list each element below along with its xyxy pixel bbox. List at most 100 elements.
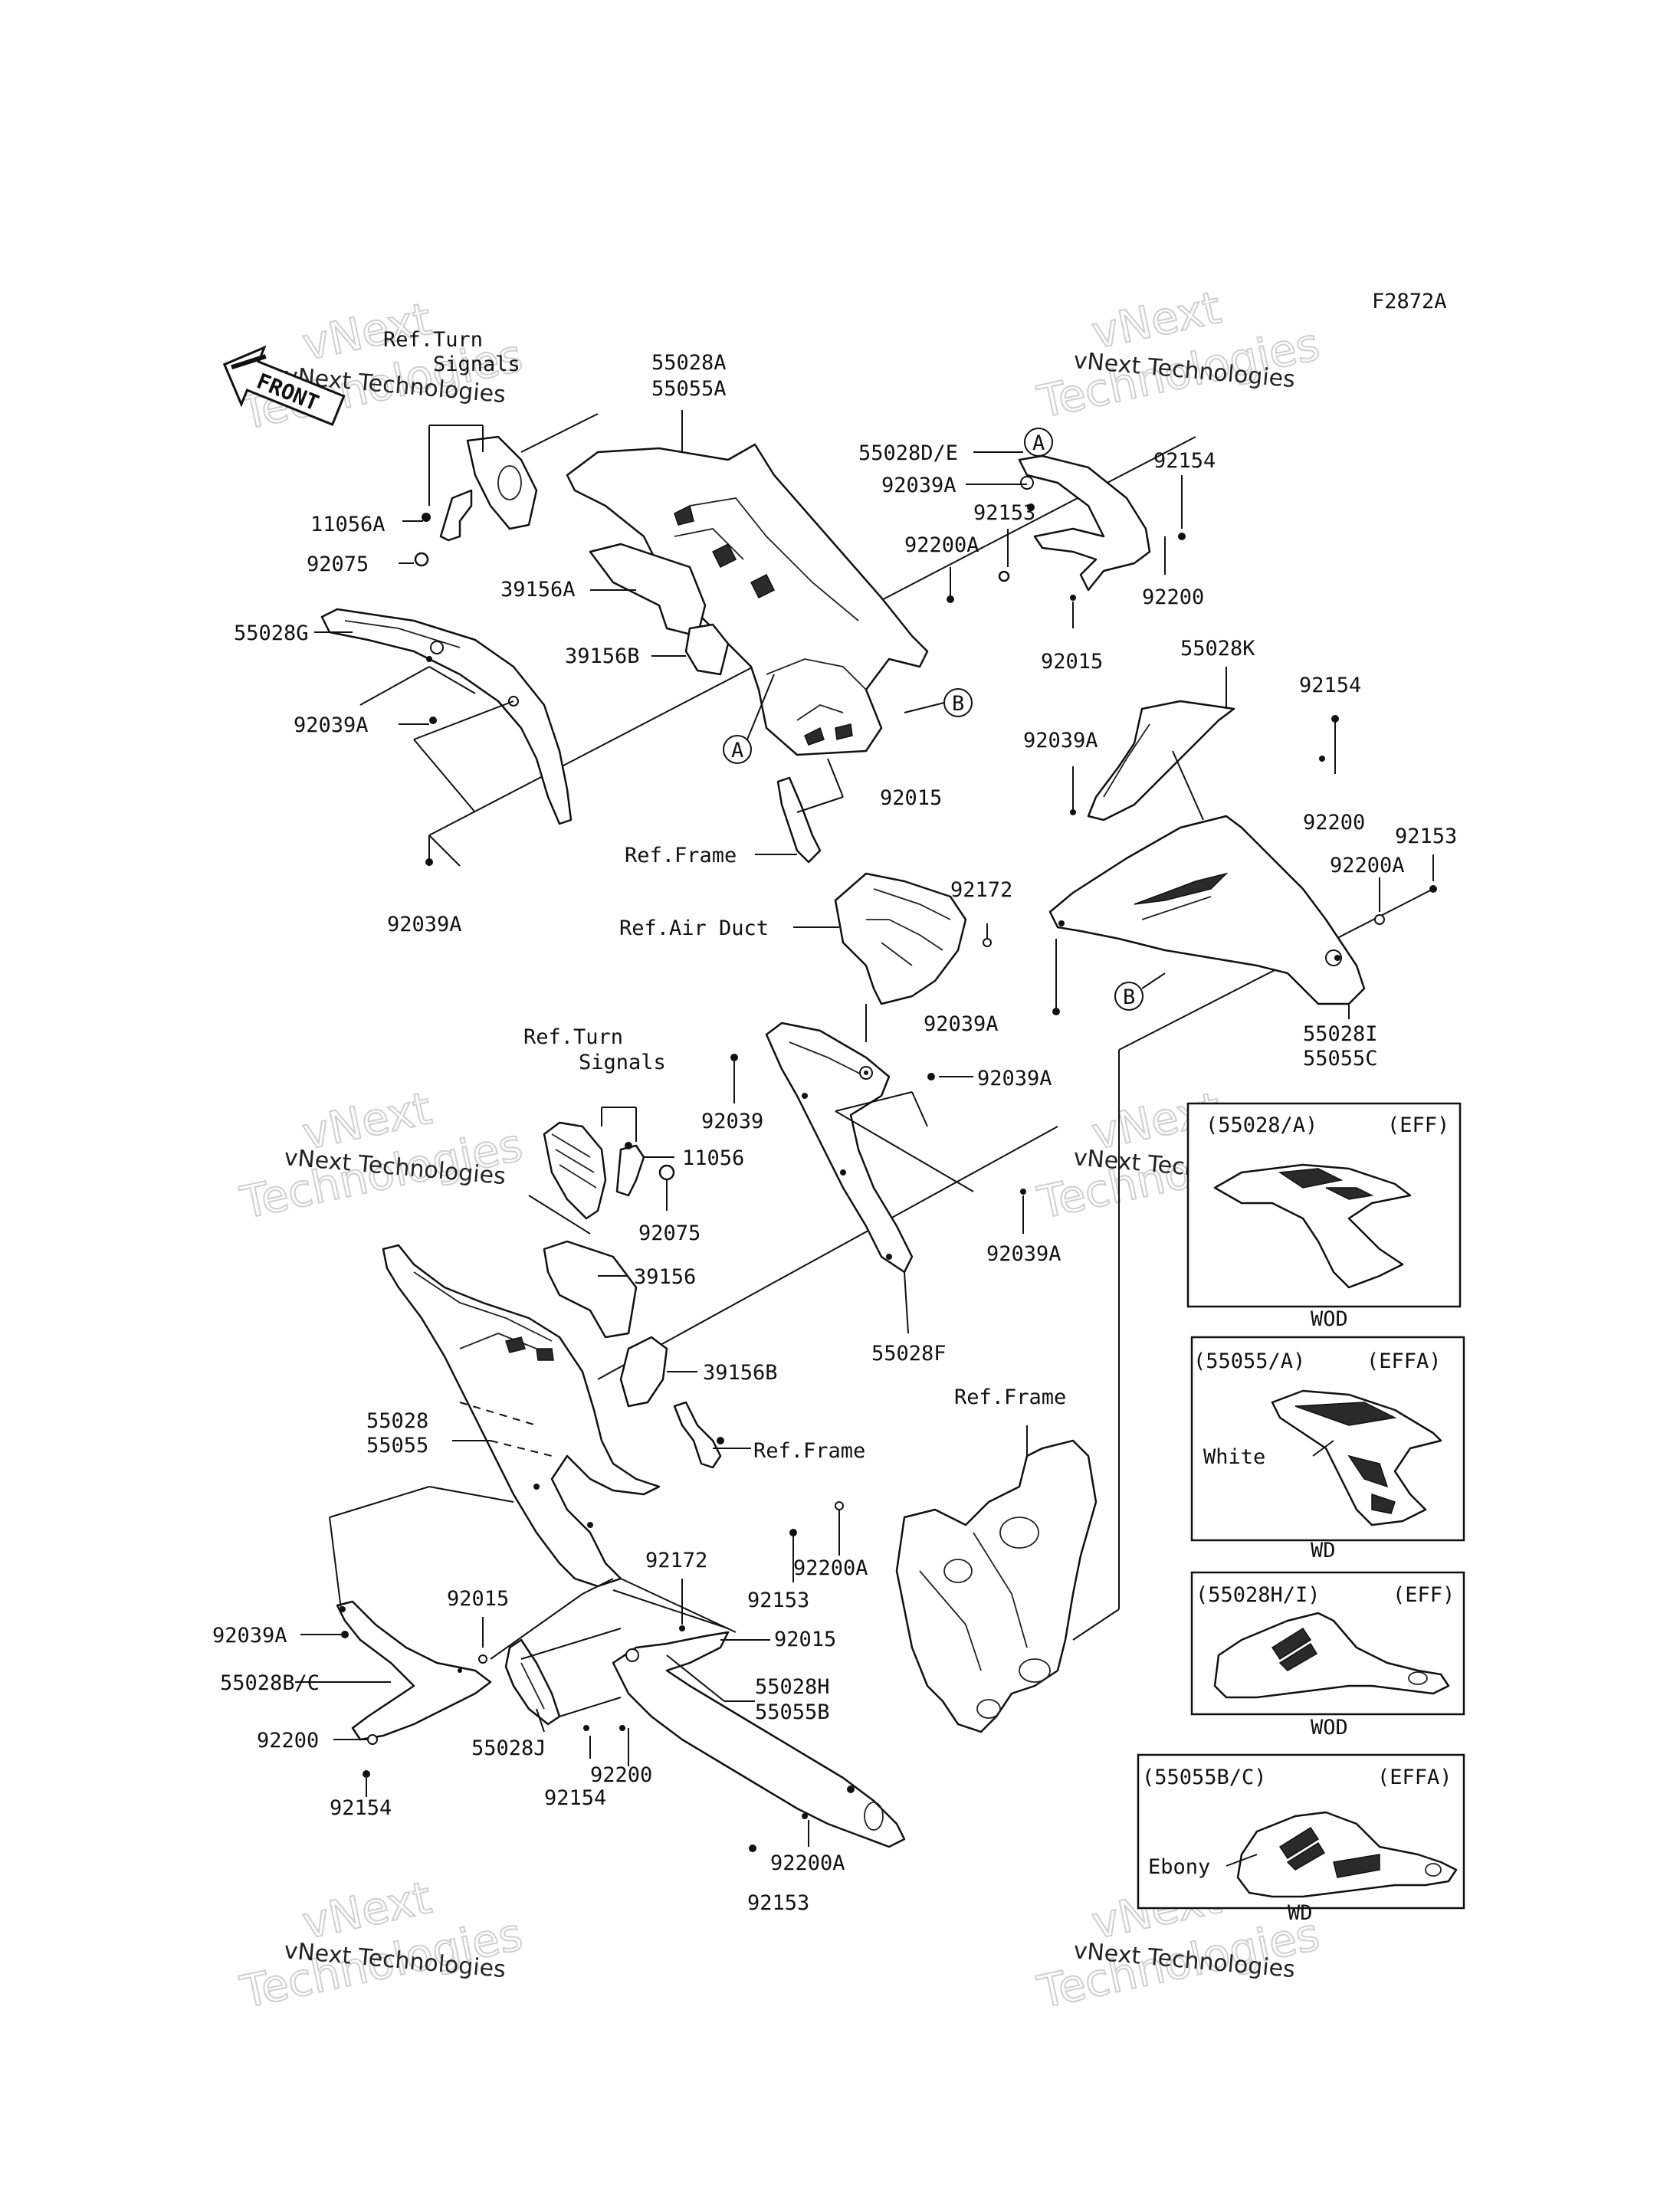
label-92154: 92154	[330, 1796, 392, 1820]
label-92075: 92075	[638, 1221, 701, 1245]
panel-39156	[543, 1240, 638, 1339]
panel-55028K	[1070, 667, 1235, 821]
label-92039A: 92039A	[212, 1624, 287, 1648]
motorcycle-frame	[895, 1425, 1098, 1733]
variant-part-55055BC: (55055B/C)	[1142, 1766, 1267, 1789]
air-duct	[793, 872, 967, 1005]
label-39156B: 39156B	[565, 644, 640, 668]
variant-box-55028HI	[1190, 1571, 1465, 1716]
panel-39156B-mid	[619, 1336, 697, 1408]
label-55028H: 55028H	[755, 1675, 830, 1699]
label-55028J: 55028J	[471, 1736, 546, 1760]
label-55028G: 55028G	[234, 621, 309, 645]
label-92200A: 92200A	[904, 533, 979, 557]
label-55028I: 55028I	[1303, 1022, 1378, 1046]
label-92200A: 92200A	[770, 1851, 845, 1875]
callout-b-top: B	[904, 688, 973, 717]
callout-b-mid: B	[1114, 972, 1166, 1011]
label-92039A: 92039A	[986, 1242, 1061, 1266]
variant-box-labels: (55028/A) (EFF) WOD (55055/A) (EFFA) Whi…	[1142, 1113, 1455, 1925]
lower-mid-panel-55028J	[504, 1628, 622, 1733]
label-92015: 92015	[774, 1628, 836, 1651]
variant-code-55028A: (EFF)	[1387, 1113, 1449, 1137]
label-92075: 92075	[307, 553, 369, 576]
label-92039A: 92039A	[387, 913, 462, 936]
label-92172: 92172	[950, 878, 1012, 902]
label-92153: 92153	[747, 1891, 809, 1915]
label-92039A: 92039A	[924, 1012, 999, 1036]
turn-signal-mid	[528, 1107, 675, 1235]
variant-footer-55055BC: WD	[1288, 1901, 1313, 1925]
svg-text:B: B	[1123, 985, 1135, 1009]
variant-part-55055A: (55055/A)	[1193, 1349, 1305, 1373]
figure-code: F2872A	[1372, 290, 1447, 313]
label-92200: 92200	[1303, 811, 1365, 835]
turn-signal-top	[414, 435, 538, 567]
frame-bracket-mid	[673, 1401, 751, 1469]
label-92154: 92154	[544, 1786, 606, 1810]
variant-box-55055A	[1190, 1336, 1465, 1542]
callout-a-top: A	[1024, 428, 1053, 457]
labels: Ref.Turn Signals 55028A 55055A 55028D/E …	[212, 328, 1457, 1915]
panel-55028I	[1048, 815, 1366, 1019]
label-39156B: 39156B	[703, 1361, 778, 1385]
variant-part-55028A: (55028/A)	[1206, 1113, 1317, 1137]
lower-left-panel-55028BC	[295, 1486, 614, 1797]
variant-color-55055BC: Ebony	[1148, 1855, 1210, 1879]
label-92172: 92172	[645, 1549, 707, 1572]
label-39156: 39156	[634, 1265, 696, 1289]
label-92039A: 92039A	[977, 1067, 1052, 1090]
label-55055A: 55055A	[651, 377, 727, 401]
upper-cowl-55028A	[566, 443, 929, 756]
label-92154: 92154	[1153, 449, 1216, 473]
label-92200A: 92200A	[793, 1556, 868, 1580]
label-92015: 92015	[1041, 650, 1103, 674]
svg-text:A: A	[1032, 431, 1045, 455]
variant-footer-55055A: WD	[1311, 1539, 1336, 1562]
label-ref-turn-signals-top-2: Signals	[433, 353, 520, 376]
label-92153: 92153	[1395, 825, 1457, 848]
label-55028F: 55028F	[871, 1342, 947, 1366]
label-39156A: 39156A	[500, 578, 576, 602]
label-ref-turn-signals-top: Ref.Turn	[383, 328, 483, 352]
panel-39156B-top	[651, 623, 730, 676]
label-92039A: 92039A	[294, 713, 369, 737]
inner-panel-55028F	[730, 1004, 1026, 1334]
label-92200: 92200	[1142, 585, 1204, 609]
variant-footer-55028A: WOD	[1311, 1307, 1348, 1331]
svg-text:B: B	[952, 692, 964, 716]
callout-a-mid: A	[723, 674, 775, 764]
label-55028DE: 55028D/E	[858, 441, 958, 465]
variant-box-55055BC	[1137, 1753, 1465, 1910]
label-92015: 92015	[447, 1587, 509, 1611]
right-side-fasteners	[983, 715, 1437, 1015]
lower-right-panel-55028H	[612, 1578, 906, 1852]
label-92200: 92200	[590, 1763, 652, 1787]
variant-part-55028HI: (55028H/I)	[1196, 1583, 1321, 1607]
label-92153: 92153	[973, 501, 1035, 525]
label-55028: 55028	[366, 1409, 428, 1433]
label-55055B: 55055B	[755, 1700, 830, 1724]
label-55055: 55055	[366, 1434, 428, 1458]
label-ref-air-duct: Ref.Air Duct	[619, 917, 769, 940]
label-92039A: 92039A	[1023, 729, 1098, 753]
main-fairing-55028	[382, 1244, 661, 1588]
variant-code-55055A: (EFFA)	[1367, 1349, 1442, 1373]
label-92200A: 92200A	[1330, 854, 1405, 877]
label-92200: 92200	[257, 1729, 319, 1753]
label-11056A: 11056A	[310, 513, 386, 536]
label-92153: 92153	[747, 1589, 809, 1612]
label-ref-turn-signals-mid-2: Signals	[579, 1051, 666, 1074]
variant-footer-55028HI: WOD	[1311, 1716, 1348, 1740]
variant-box-55028A	[1186, 1102, 1462, 1308]
label-55028A: 55028A	[651, 351, 727, 375]
label-55028BC: 55028B/C	[220, 1671, 320, 1695]
label-92039A: 92039A	[881, 474, 956, 497]
label-55055C: 55055C	[1303, 1047, 1378, 1071]
variant-color-55055A: White	[1203, 1445, 1265, 1469]
label-92015: 92015	[880, 786, 942, 810]
svg-text:A: A	[731, 739, 743, 762]
label-ref-frame: Ref.Frame	[753, 1439, 865, 1463]
label-ref-frame: Ref.Frame	[625, 844, 737, 867]
